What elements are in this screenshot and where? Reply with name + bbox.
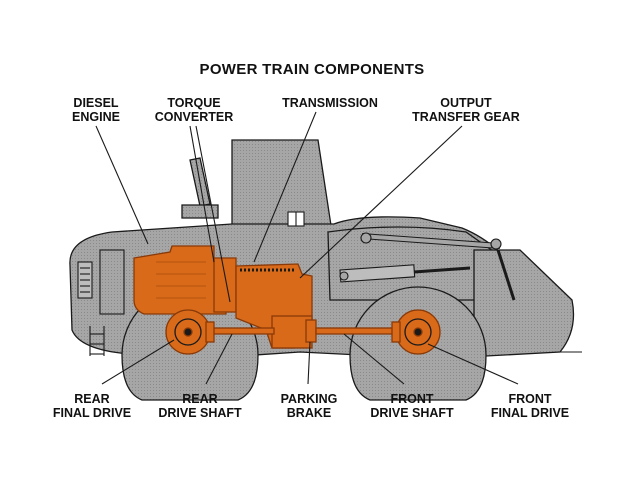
- power-train: [133, 245, 441, 355]
- ladder: [89, 326, 105, 356]
- leader-torque-converter-2: [195, 125, 231, 303]
- air-intake: [181, 204, 219, 219]
- body-details: [77, 211, 582, 356]
- leader-front-drive-shaft: [343, 333, 405, 385]
- callout-lines: [95, 111, 519, 385]
- front-drive-shaft-bar: [315, 327, 397, 335]
- torque-converter-housing: [213, 257, 237, 313]
- diagram-title: POWER TRAIN COMPONENTS: [199, 61, 425, 78]
- rear-drive-shaft-bar: [207, 327, 275, 335]
- leader-output-transfer-gear: [299, 125, 463, 279]
- label-transmission: TRANSMISSION: [282, 96, 378, 110]
- diesel-engine-block: [133, 245, 227, 315]
- leader-parking-brake: [307, 341, 311, 385]
- leader-rear-final-drive: [101, 339, 175, 385]
- leader-rear-drive-shaft: [205, 333, 233, 385]
- leader-front-final-drive: [427, 343, 519, 385]
- front-final-drive: [391, 309, 441, 355]
- leader-transmission: [253, 111, 317, 263]
- rear-final-drive: [165, 309, 215, 355]
- engine-access-panel: [99, 249, 125, 315]
- cab: [231, 139, 333, 233]
- bucket: [472, 249, 575, 357]
- leader-diesel-engine: [95, 125, 149, 245]
- parking-brake-disc: [305, 319, 317, 343]
- leader-torque-converter: [189, 125, 215, 263]
